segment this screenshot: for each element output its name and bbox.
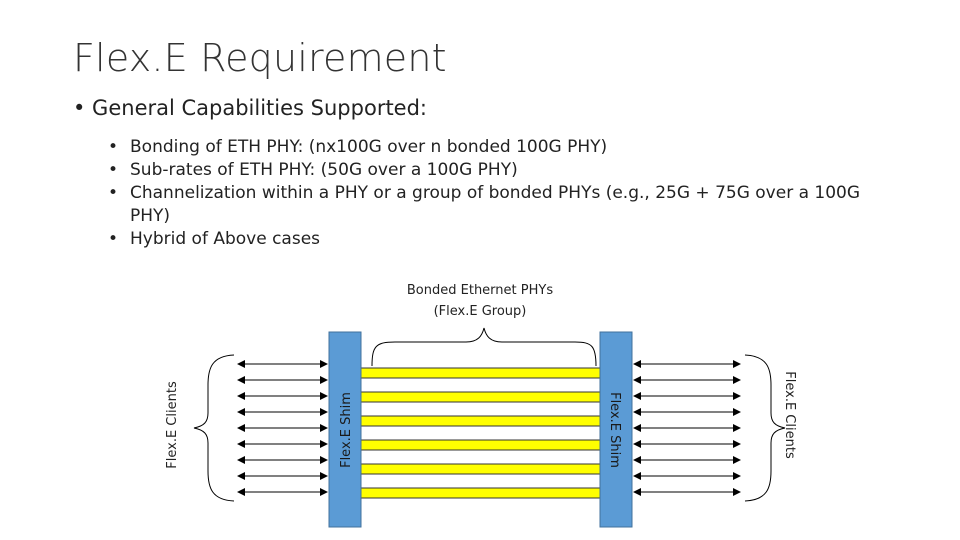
- phy-bar: [360, 367, 601, 379]
- phy-bar: [360, 487, 601, 499]
- sub-bullet-text: Sub-rates of ETH PHY: (50G over a 100G P…: [130, 160, 518, 180]
- left-shim-box: [328, 331, 362, 528]
- left-clients-brace: [193, 354, 235, 502]
- main-bullet: • General Capabilities Supported:: [73, 96, 428, 120]
- left-shim-label: Flex.E Shim: [339, 392, 354, 468]
- sub-bullet-text: Bonding of ETH PHY: (nx100G over n bonde…: [130, 137, 608, 157]
- right-client-arrows: [633, 360, 741, 496]
- right-clients-brace: [744, 354, 786, 502]
- phy-bar-group: [360, 367, 601, 499]
- sub-bullet-item: • Hybrid of Above cases: [108, 228, 898, 251]
- phy-bar: [360, 415, 601, 427]
- right-shim-box: [599, 331, 633, 528]
- group-caption-line1: Bonded Ethernet PHYs: [406, 283, 554, 298]
- phy-bar: [360, 391, 601, 403]
- phy-bar: [360, 439, 601, 451]
- left-clients-label: Flex.E Clients: [165, 381, 180, 469]
- slide-title: Flex.E Requirement: [73, 36, 447, 80]
- sub-bullet-item: • Bonding of ETH PHY: (nx100G over n bon…: [108, 136, 898, 159]
- right-clients-label: Flex.E Clients: [782, 371, 797, 459]
- sub-bullet-text: Hybrid of Above cases: [130, 229, 321, 249]
- group-caption-line2: (Flex.E Group): [433, 304, 527, 319]
- bullet-marker: •: [108, 229, 119, 249]
- sub-bullet-item: • Sub-rates of ETH PHY: (50G over a 100G…: [108, 159, 898, 182]
- group-brace: [371, 327, 597, 367]
- sub-bullet-list: • Bonding of ETH PHY: (nx100G over n bon…: [108, 136, 898, 251]
- bullet-marker: •: [108, 137, 119, 157]
- bullet-marker: •: [108, 160, 119, 180]
- sub-bullet-text: Channelization within a PHY or a group o…: [130, 183, 861, 226]
- phy-bar: [360, 463, 601, 475]
- left-client-arrows: [237, 360, 328, 496]
- group-caption: Bonded Ethernet PHYs (Flex.E Group): [380, 280, 580, 322]
- right-shim-label: Flex.E Shim: [607, 392, 622, 468]
- sub-bullet-item: • Channelization within a PHY or a group…: [108, 182, 898, 228]
- bullet-marker: •: [108, 183, 119, 203]
